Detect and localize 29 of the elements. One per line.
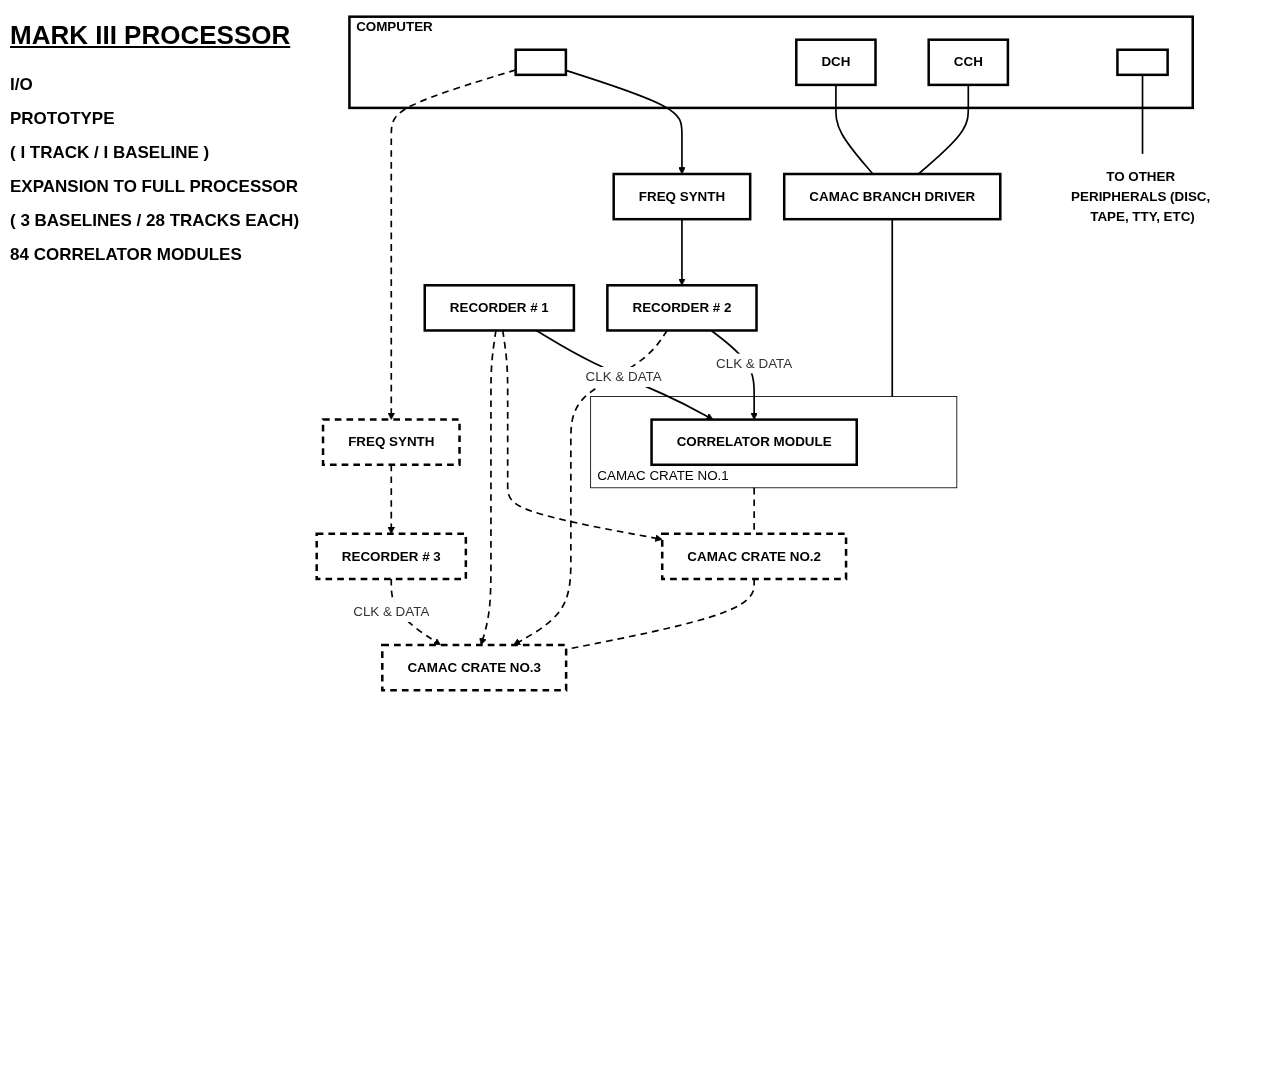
node-box: FREQ SYNTH — [612, 172, 752, 221]
note-text: ( I TRACK / I BASELINE ) — [10, 143, 211, 163]
node-box: RECORDER # 2 — [606, 284, 758, 332]
note-text: ( 3 BASELINES / 28 TRACKS EACH) — [10, 211, 301, 231]
node-box — [514, 48, 568, 77]
node-box: CAMAC BRANCH DRIVER — [782, 172, 1002, 221]
note-text: I/O — [10, 75, 34, 95]
diagram-title: MARK III PROCESSOR — [10, 20, 292, 51]
connector — [917, 84, 970, 175]
edge-label: CLK & DATA — [353, 604, 430, 619]
connector — [1141, 74, 1144, 155]
note-text: 84 CORRELATOR MODULES — [10, 245, 243, 265]
node-box: FREQ SYNTH — [321, 418, 461, 467]
node-text: TO OTHER PERIPHERALS (DISC, TAPE, TTY, ETC) — [1071, 168, 1211, 224]
node-box: RECORDER # 1 — [423, 284, 576, 332]
node-box: CORRELATOR MODULE — [650, 418, 858, 467]
note-text: EXPANSION TO FULL PROCESSOR — [10, 177, 300, 197]
edge-label: CLK & DATA — [585, 369, 662, 384]
edge-label: CLK & DATA — [716, 355, 793, 371]
note-text: PROTOTYPE — [10, 109, 116, 129]
node-box: CAMAC CRATE NO.3 — [381, 643, 568, 692]
connector — [835, 84, 874, 175]
node-box: RECORDER # 3 — [315, 532, 468, 581]
node-box: CCH — [927, 38, 1010, 87]
node-box: CAMAC CRATE NO.2 — [660, 532, 848, 581]
arrow — [565, 69, 686, 175]
node-box — [1116, 48, 1169, 77]
node-box: DCH — [795, 38, 877, 87]
arrow — [390, 578, 441, 646]
